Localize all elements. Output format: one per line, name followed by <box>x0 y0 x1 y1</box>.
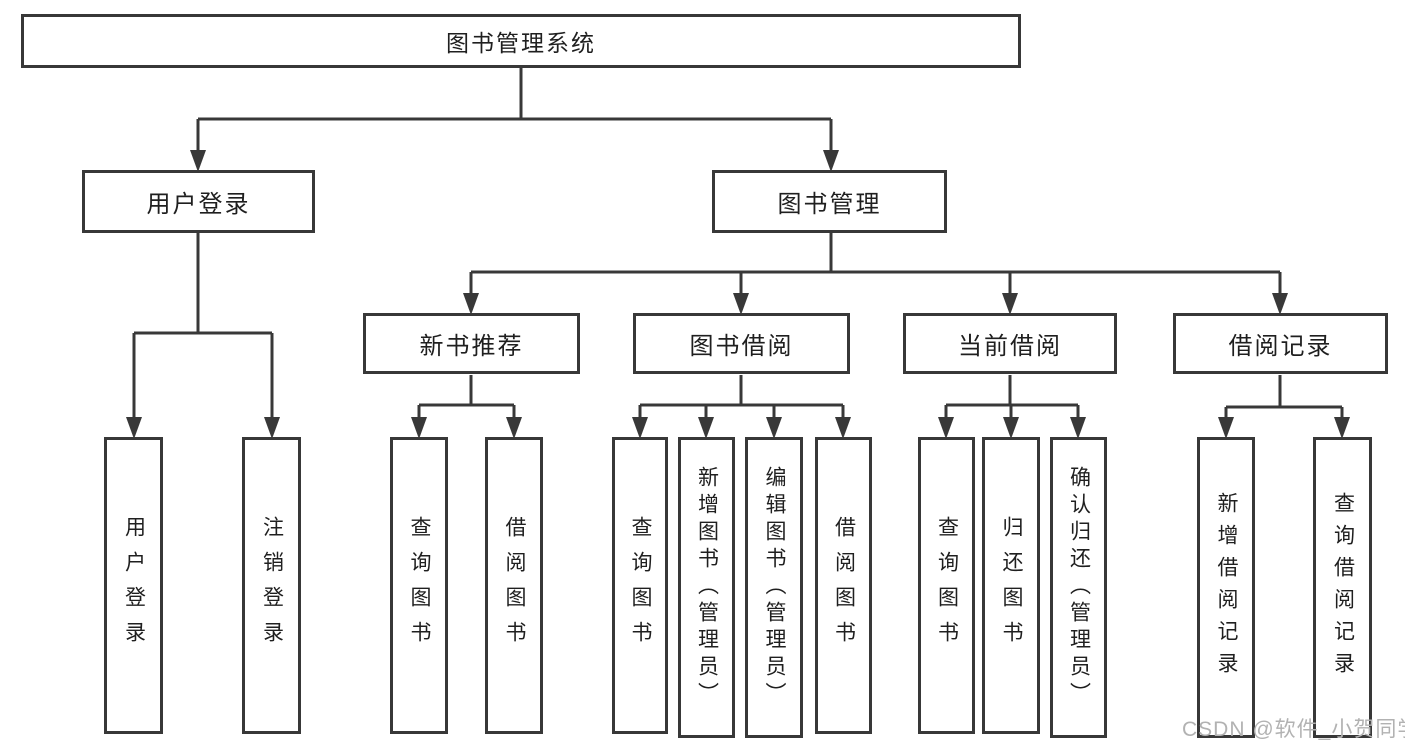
leaf-return-books: 归还图书 <box>982 437 1040 734</box>
node-new-book-recommend: 新书推荐 <box>363 313 580 374</box>
node-user-login: 用户登录 <box>82 170 315 233</box>
leaf-confirm-return-admin: 确认归还（管理员） <box>1050 437 1107 738</box>
node-borrow-records: 借阅记录 <box>1173 313 1388 374</box>
leaf-add-books-admin: 新增图书（管理员） <box>678 437 735 738</box>
leaf-edit-books-admin: 编辑图书（管理员） <box>745 437 803 738</box>
leaf-borrow-books: 借阅图书 <box>815 437 872 734</box>
node-book-management: 图书管理 <box>712 170 947 233</box>
leaf-query-books-recommend: 查询图书 <box>390 437 448 734</box>
csdn-watermark: CSDN @软件_小贺同学 <box>1182 718 1405 741</box>
leaf-logout: 注销登录 <box>242 437 301 734</box>
leaf-user-login: 用户登录 <box>104 437 163 734</box>
node-system-root: 图书管理系统 <box>21 14 1021 68</box>
leaf-query-books-current: 查询图书 <box>918 437 975 734</box>
node-current-borrow: 当前借阅 <box>903 313 1117 374</box>
leaf-borrow-books-recommend: 借阅图书 <box>485 437 543 734</box>
leaf-query-books-borrow: 查询图书 <box>612 437 668 734</box>
leaf-add-borrow-record: 新增借阅记录 <box>1197 437 1255 738</box>
leaf-query-borrow-record: 查询借阅记录 <box>1313 437 1372 738</box>
node-book-borrow: 图书借阅 <box>633 313 850 374</box>
